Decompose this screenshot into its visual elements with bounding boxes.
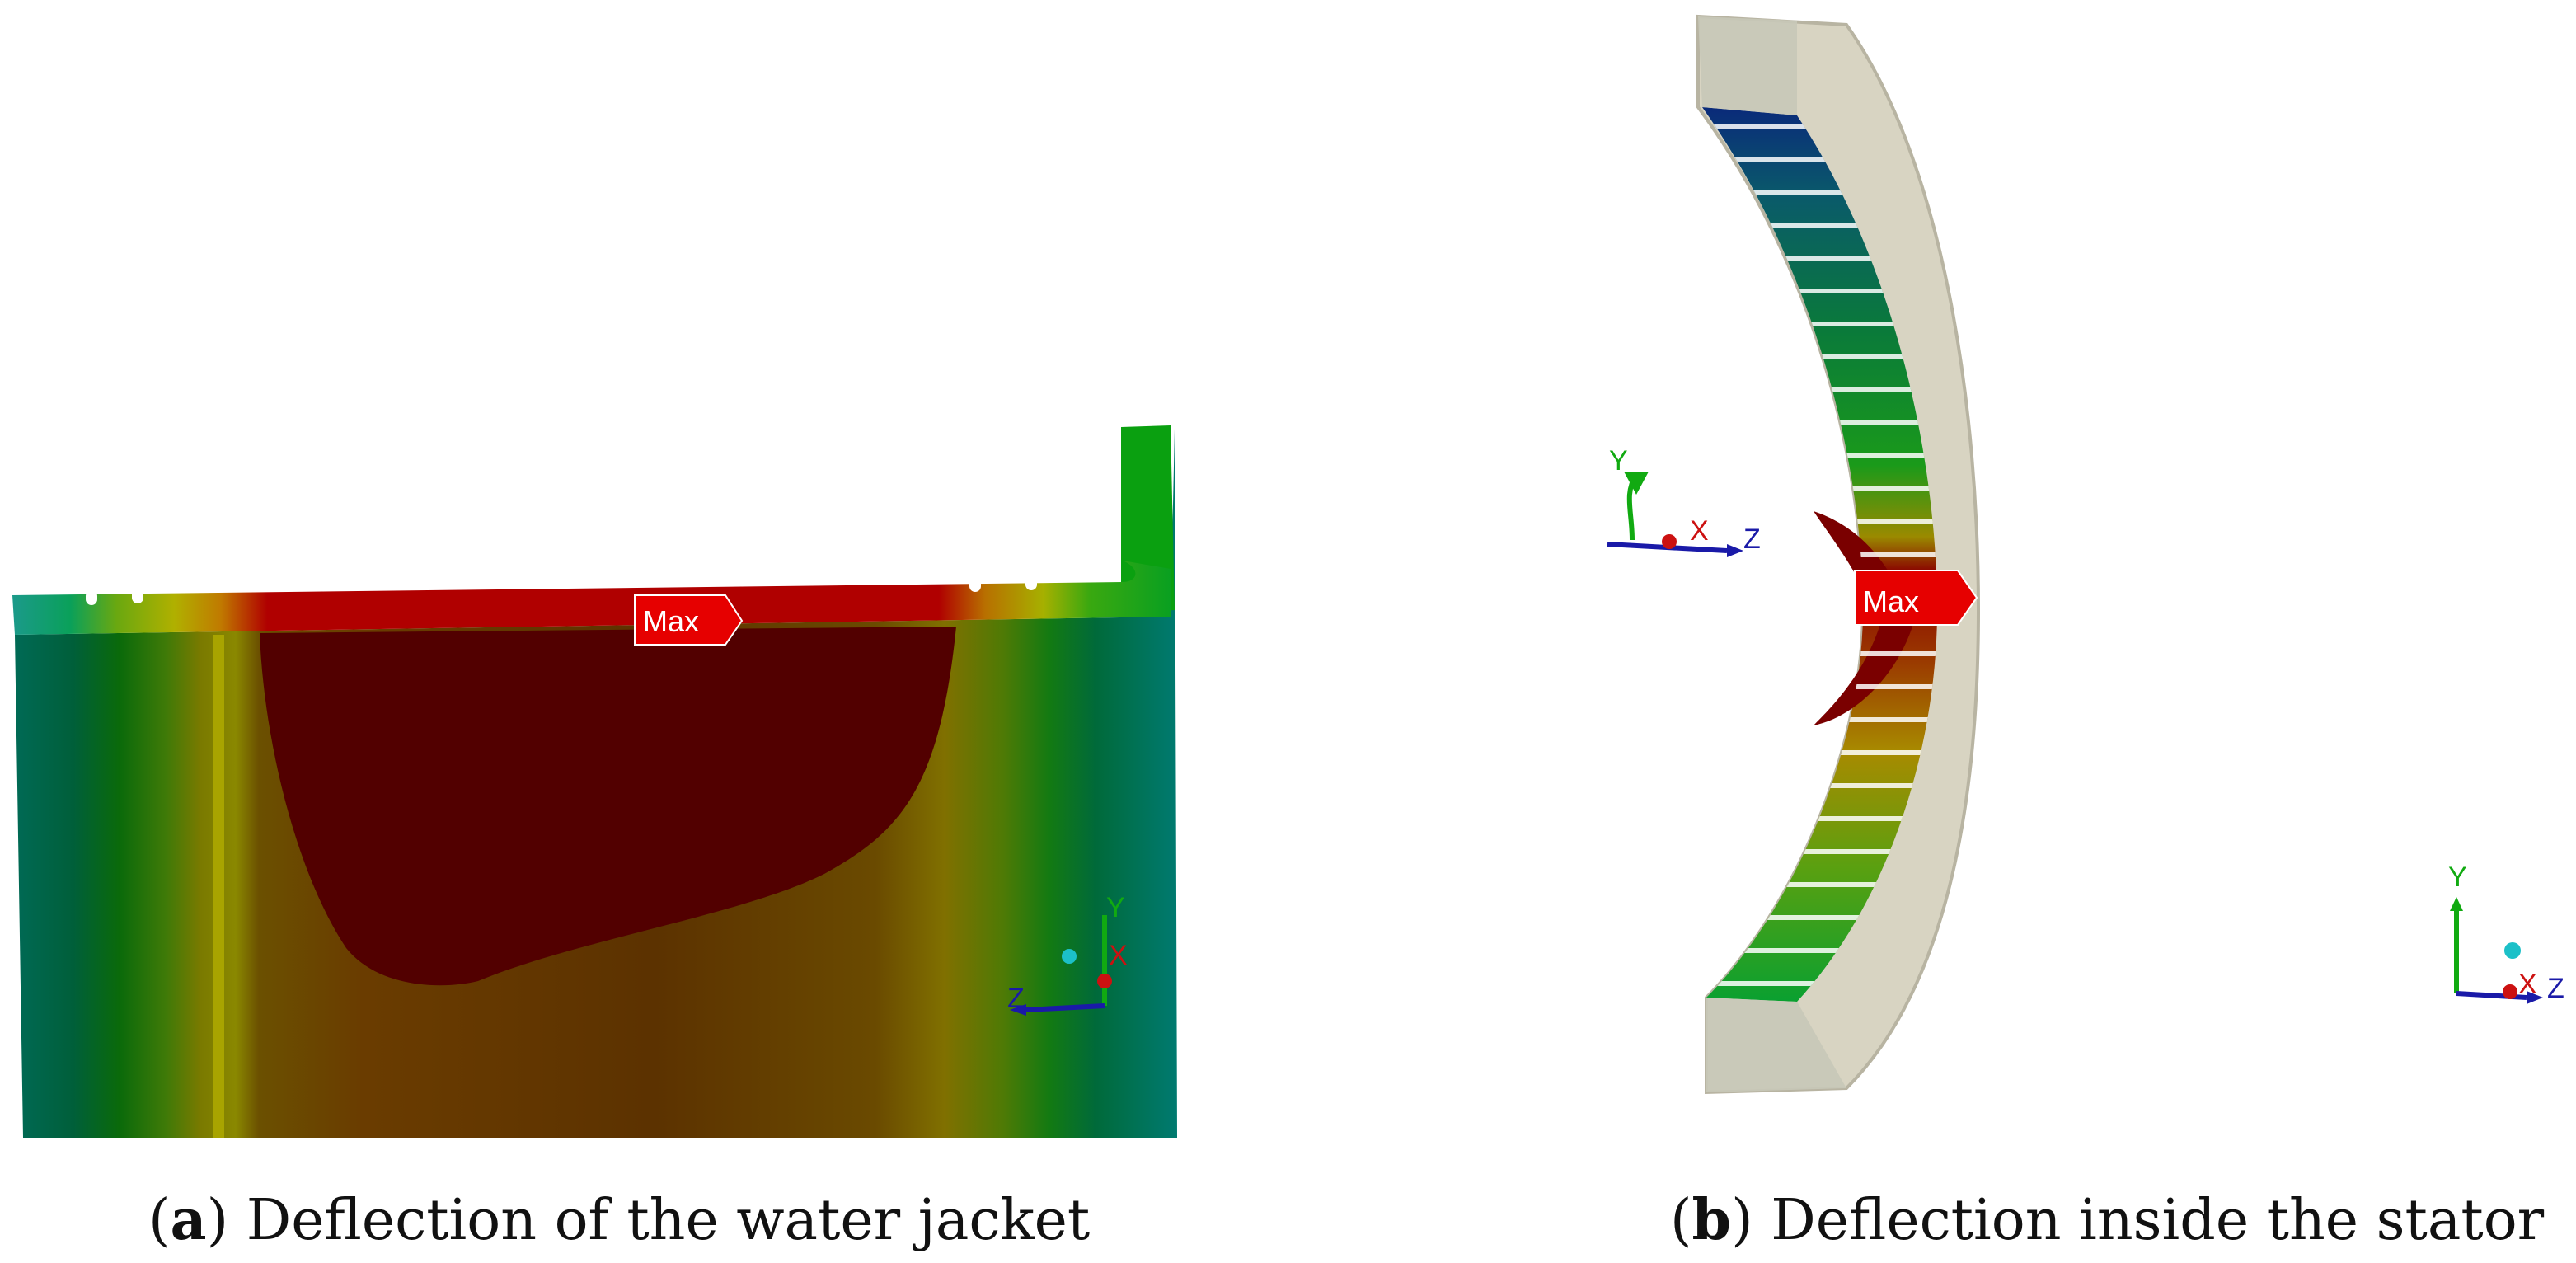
water-jacket-contour-image: Max Y X Z <box>12 425 1177 1138</box>
triad-b-left-y-label: Y <box>1609 445 1628 477</box>
caption-b-letter: b <box>1692 1187 1732 1253</box>
coordinate-triad-b-left: Y X Z <box>1607 445 1761 557</box>
max-deflection-region <box>260 627 956 986</box>
jacket-top-rim <box>12 561 1171 635</box>
max-marker-label: Max <box>643 604 699 638</box>
stator-outer-shell <box>1696 14 1981 1095</box>
triad-b-right-z-label: Z <box>2547 973 2564 1004</box>
caption-a: (a) Deflection of the water jacket <box>148 1187 1091 1253</box>
vertical-rib <box>213 635 224 1138</box>
triad-b-left-z-label: Z <box>1743 524 1761 555</box>
stator-slots <box>1702 107 1937 1002</box>
coordinate-triad-b-right: Y X Z <box>2448 862 2564 1004</box>
max-marker: Max <box>634 594 744 646</box>
caption-a-text: Deflection of the water jacket <box>246 1188 1091 1253</box>
stator-bottom-end <box>1706 998 1846 1092</box>
triad-a-z-label: Z <box>1007 983 1025 1014</box>
triad-b-right-x-label: X <box>2518 969 2537 1000</box>
triad-b-left-x-label: X <box>1690 515 1709 547</box>
max-marker-b: Max <box>1854 570 1978 626</box>
triad-a-x-label: X <box>1109 940 1128 971</box>
stator-top-end <box>1698 16 1797 115</box>
caption-b: (b) Deflection inside the stator <box>1670 1187 2545 1253</box>
max-marker-b-label: Max <box>1863 585 1919 618</box>
triad-b-right-y-label: Y <box>2448 862 2467 893</box>
coordinate-triad-a: Y X Z <box>1007 892 1128 1016</box>
caption-a-letter: a <box>170 1187 207 1253</box>
caption-b-text: Deflection inside the stator <box>1771 1188 2545 1253</box>
rim-notches <box>86 575 1037 605</box>
triad-a-y-label: Y <box>1106 892 1125 923</box>
stator-contour-image: Max Y X Z Y X Z <box>1607 14 2564 1095</box>
